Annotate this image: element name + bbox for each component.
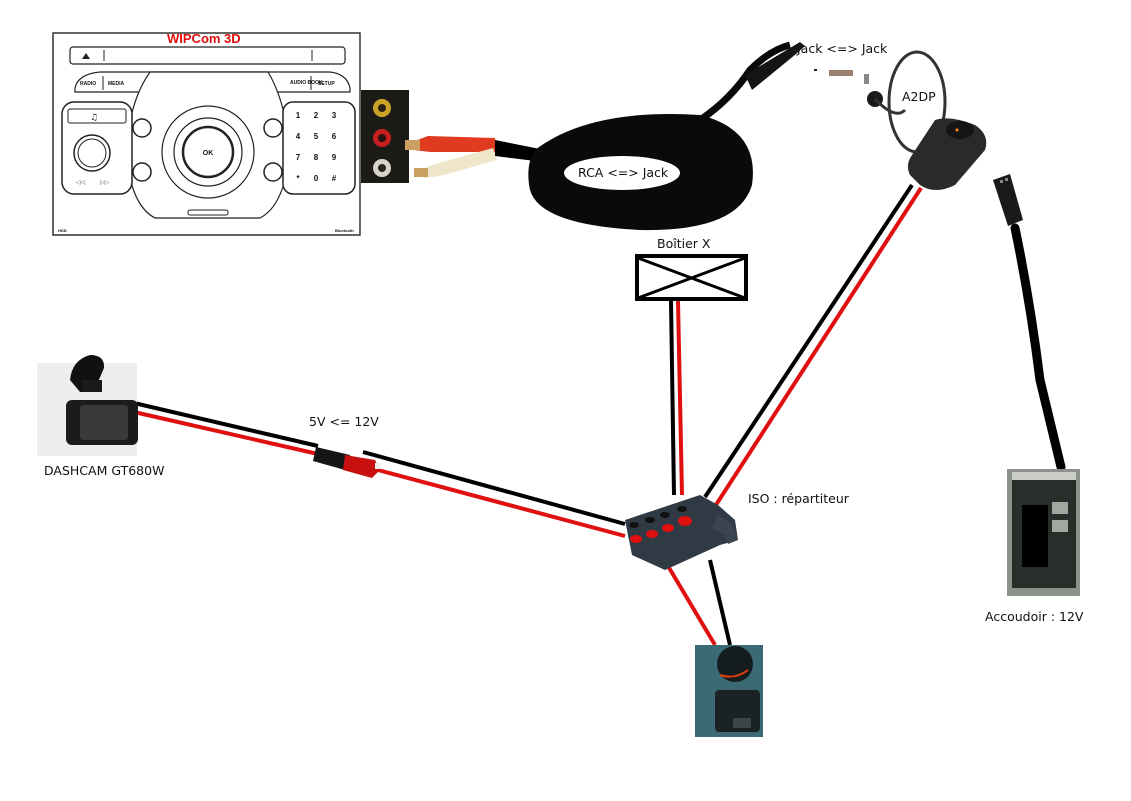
keypad-key: 2 <box>314 111 319 120</box>
usb-cable <box>1010 223 1066 472</box>
rca-jack-label: RCA <=> Jack <box>578 165 669 180</box>
switch-photo <box>695 645 763 737</box>
wires <box>133 183 1066 647</box>
keypad-key: 9 <box>332 153 337 162</box>
keypad-panel <box>282 101 356 195</box>
wire-boitier-iso-red <box>676 300 684 496</box>
wire-dashcam-red <box>133 410 319 456</box>
rca-plugs <box>405 136 545 178</box>
wire-iso-switch-red <box>666 564 717 647</box>
rewind-icon: ◁◁ <box>76 179 86 186</box>
usb-plug <box>993 174 1023 226</box>
boitier-x-box <box>635 254 748 301</box>
music-note-icon: ♫ <box>90 113 98 123</box>
hangup-button <box>263 162 283 182</box>
keypad-key: # <box>332 174 337 183</box>
ok-button: OK <box>203 150 214 157</box>
wire-a2dp-iso-black <box>703 183 914 499</box>
radio-button-audiobook: AUDIO BOOK <box>290 80 323 86</box>
radio-unit: RADIO MEDIA NAV BSC TRAFFIC AUDIO BOOK S… <box>52 32 361 236</box>
keypad-key: * <box>296 174 300 183</box>
jack-plug-left <box>745 42 805 90</box>
keypad-key: 3 <box>332 111 337 120</box>
wire-dashcam-black <box>133 401 319 448</box>
phone-button <box>263 118 283 138</box>
a2dp-label: A2DP <box>902 89 936 104</box>
wire-a2dp-iso-red <box>710 186 923 513</box>
wire-iso-switch-black <box>708 559 732 646</box>
eject-icon <box>82 53 90 59</box>
iso-connector <box>625 495 738 570</box>
converter-label: 5V <= 12V <box>309 414 379 429</box>
wire-converter-iso-red <box>377 468 626 538</box>
radio-side-button-1 <box>132 118 152 138</box>
keypad: 1 2 3 4 5 6 7 8 9 * 0 # <box>296 111 337 183</box>
dashcam-label: DASHCAM GT680W <box>44 463 165 478</box>
iso-pin-red <box>678 516 692 526</box>
radio-button-radio: RADIO <box>80 81 96 87</box>
radio-footer-left: HDD <box>58 228 67 233</box>
wire-boitier-iso-black <box>669 300 676 496</box>
iso-pin-red <box>630 535 642 543</box>
rca-jack-panel <box>361 90 409 183</box>
cigarette-plug-converter <box>313 447 381 478</box>
dashcam <box>37 355 138 456</box>
coiled-rca-jack-cable <box>528 41 817 231</box>
sd-slot <box>187 209 229 216</box>
iso-label: ISO : répartiteur <box>748 491 849 506</box>
rca-plug-red <box>412 136 498 152</box>
keypad-key: 5 <box>314 132 319 141</box>
rca-plug-white <box>420 148 497 178</box>
iso-pin-red <box>646 530 658 538</box>
jack-adapter <box>829 70 853 76</box>
radio-button-media: MEDIA <box>108 81 125 87</box>
radio-footer-right: Bluetooth <box>335 228 354 233</box>
boitier-label: Boîtier X <box>657 236 711 251</box>
keypad-key: 7 <box>296 153 301 162</box>
keypad-key: 0 <box>314 174 319 183</box>
wire-converter-iso-black <box>362 450 626 526</box>
a2dp-device <box>873 50 987 190</box>
radio-side-button-2 <box>132 162 152 182</box>
cd-slot <box>69 46 346 65</box>
jack-jack-label: Jack <=> Jack <box>797 41 888 56</box>
iso-pin-red <box>662 524 674 532</box>
forward-icon: ▷▷ <box>100 179 110 186</box>
radio-title: WIPCom 3D <box>167 31 241 46</box>
accoudoir-label: Accoudoir : 12V <box>985 609 1084 624</box>
radio-button-setup: SETUP <box>318 81 335 87</box>
keypad-key: 4 <box>296 132 301 141</box>
accoudoir-photo <box>1007 469 1080 596</box>
keypad-key: 8 <box>314 153 319 162</box>
keypad-key: 1 <box>296 111 301 120</box>
keypad-key: 6 <box>332 132 337 141</box>
dashcam-screen <box>80 405 128 440</box>
